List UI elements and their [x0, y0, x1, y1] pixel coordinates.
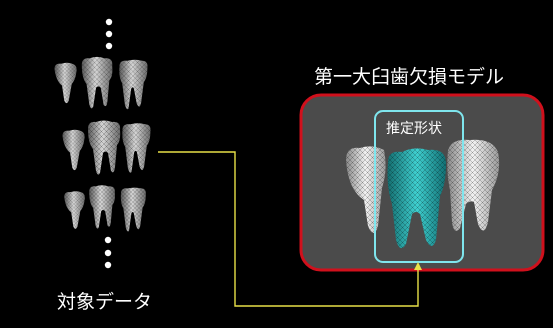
- sample-teeth-stack: [55, 57, 151, 232]
- target-data-label: 対象データ: [57, 287, 152, 314]
- continuation-dots-bottom: [105, 237, 111, 268]
- continuation-dots-top: [106, 19, 112, 49]
- model-title: 第一大臼歯欠損モデル: [314, 62, 504, 89]
- estimated-shape-label: 推定形状: [386, 118, 442, 138]
